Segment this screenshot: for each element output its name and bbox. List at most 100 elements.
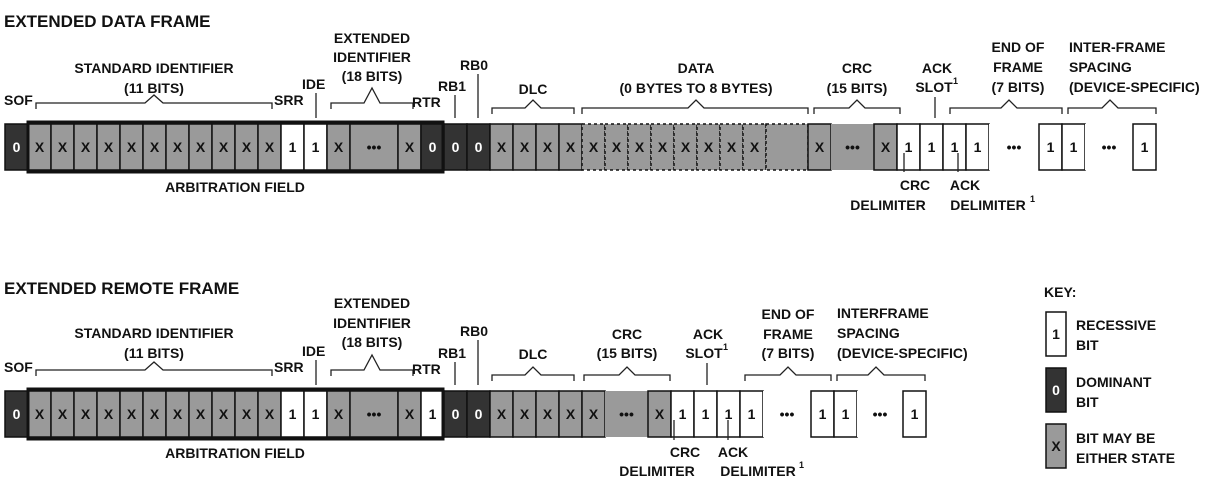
crc-ellipsis-text: •••	[845, 139, 860, 155]
key-dominant-label-1: DOMINANT	[1076, 374, 1152, 390]
standard-identifier-bits: (11 BITS)	[124, 80, 184, 96]
standard-identifier-bit-text: X	[242, 406, 252, 422]
data-frame-title: EXTENDED DATA FRAME	[4, 12, 211, 31]
ide-label: IDE	[302, 76, 325, 92]
data-bit	[650, 123, 675, 171]
dlc-bit-text: X	[566, 406, 576, 422]
standard-identifier-bit-text: X	[196, 406, 206, 422]
ack-slot-label-1: ACK	[922, 60, 952, 76]
data-bit	[742, 123, 767, 171]
standard-identifier-bit-text: X	[58, 406, 68, 422]
dlc-bit-text: X	[520, 406, 530, 422]
remote-eof-label-1: END OF	[762, 306, 815, 322]
remote-srr-label: SRR	[274, 359, 304, 375]
standard-identifier-bit-text: X	[104, 406, 114, 422]
standard-identifier-bit-text: X	[35, 139, 45, 155]
remote-extended-identifier-label-2: IDENTIFIER	[333, 315, 411, 331]
remote-ack-delimiter-label-1: ACK	[718, 444, 748, 460]
remote-ack-slot-label-2: SLOT	[685, 345, 723, 361]
standard-identifier-bit-text: X	[219, 139, 229, 155]
crc-delimiter-label-2: DELIMITER	[850, 197, 925, 213]
crc-bits: (15 BITS)	[827, 80, 888, 96]
eof-bit-text: 1	[974, 139, 982, 155]
rtr-bit-text: 0	[429, 139, 437, 155]
data-brace	[581, 99, 809, 114]
remote-ifs-label-3: (DEVICE-SPECIFIC)	[837, 345, 968, 361]
data-bit-text: X	[727, 139, 737, 155]
remote-dlc-brace	[491, 366, 575, 381]
remote-crc-bits: (15 BITS)	[597, 345, 658, 361]
extended-identifier-bits: (18 BITS)	[342, 68, 403, 84]
rb0-bit-text: 0	[475, 139, 483, 155]
srr-bit-text: 1	[289, 406, 297, 422]
key-dominant-label-2: BIT	[1076, 394, 1099, 410]
rb1-bit-text: 0	[452, 406, 460, 422]
standard-identifier-label: STANDARD IDENTIFIER	[74, 60, 233, 76]
key-recessive-label-1: RECESSIVE	[1076, 317, 1156, 333]
key-recessive-swatch	[1045, 311, 1067, 357]
crc-brace	[813, 99, 901, 114]
standard-identifier-bit-text: X	[81, 139, 91, 155]
extended-identifier-bit-text: X	[405, 139, 415, 155]
data-bit	[673, 123, 698, 171]
standard-identifier-bit-text: X	[173, 406, 183, 422]
remote-extended-identifier-brace	[330, 353, 414, 376]
eof-bits: (7 BITS)	[992, 79, 1045, 95]
standard-identifier-bit-text: X	[150, 406, 160, 422]
remote-eof-label-2: FRAME	[763, 326, 813, 342]
ack-delimiter-label-1: ACK	[950, 177, 980, 193]
remote-extended-identifier-label-1: EXTENDED	[334, 295, 410, 311]
remote-crc-delimiter-label-2: DELIMITER	[619, 463, 694, 479]
data-bit-text: X	[750, 139, 760, 155]
key-legend: KEY: 1 RECESSIVE BIT 0 DOMINANT BIT X BI…	[1044, 284, 1175, 469]
rb1-label: RB1	[438, 78, 466, 94]
remote-ack-slot-label-1: ACK	[693, 326, 723, 342]
dlc-label: DLC	[519, 81, 548, 97]
ifs-label-3: (DEVICE-SPECIFIC)	[1069, 79, 1200, 95]
remote-ide-label: IDE	[302, 343, 325, 359]
remote-rtr-label: RTR	[412, 361, 441, 377]
rtr-label: RTR	[412, 94, 441, 110]
remote-frame-title: EXTENDED REMOTE FRAME	[4, 279, 239, 298]
arbitration-field-box	[26, 120, 445, 174]
ifs-ellipsis	[1085, 124, 1133, 170]
eof-brace	[949, 99, 1063, 114]
standard-identifier-bit-text: X	[265, 139, 275, 155]
key-either-symbol: X	[1051, 438, 1061, 454]
rb0-label: RB0	[460, 57, 488, 73]
ifs-ellipsis	[857, 391, 903, 437]
remote-ifs-brace	[836, 366, 926, 381]
standard-identifier-bit-text: X	[127, 139, 137, 155]
data-bit	[581, 123, 606, 171]
crc-delimiter-bit-text: 1	[679, 406, 687, 422]
remote-arbitration-field-box	[26, 387, 445, 441]
standard-identifier-bit-text: X	[196, 139, 206, 155]
data-bit	[604, 123, 629, 171]
key-either-label-1: BIT MAY BE	[1076, 430, 1155, 446]
remote-eof-bits: (7 BITS)	[762, 345, 815, 361]
dlc-bit-text: X	[543, 139, 553, 155]
crc-ellipsis-text: •••	[619, 406, 634, 422]
remote-sof-label: SOF	[4, 359, 33, 375]
crc-ellipsis	[831, 124, 874, 170]
data-padding	[765, 123, 809, 171]
extended-identifier-ellipsis	[349, 390, 399, 438]
crc-delimiter-bit-text: 1	[905, 139, 913, 155]
crc-bit-text: X	[655, 406, 665, 422]
eof-label-2: FRAME	[993, 59, 1043, 75]
remote-ack-delimiter-label-2: DELIMITER	[720, 463, 795, 479]
standard-identifier-bit-text: X	[265, 406, 275, 422]
rb0-bit-text: 0	[475, 406, 483, 422]
remote-arbitration-field-label: ARBITRATION FIELD	[165, 445, 305, 461]
eof-bit-text: 1	[748, 406, 756, 422]
extended-identifier-label-2: IDENTIFIER	[333, 49, 411, 65]
eof-ellipsis	[989, 124, 1039, 170]
data-bits: (0 BYTES TO 8 BYTES)	[620, 80, 773, 96]
ifs-ellipsis-text: •••	[873, 406, 888, 422]
remote-crc-brace	[583, 366, 671, 381]
eof-bit-text: 1	[1047, 139, 1055, 155]
data-bit	[719, 123, 744, 171]
extended-identifier-ellipsis-text: •••	[367, 139, 382, 155]
